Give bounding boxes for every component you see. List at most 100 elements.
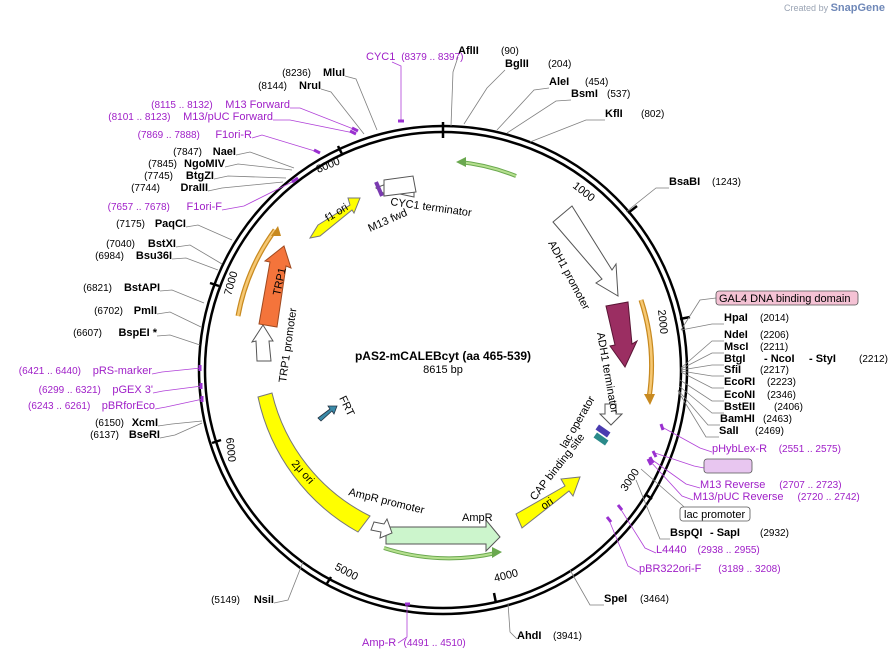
leader-lines — [156, 56, 724, 640]
orf-bottom-arrowhead — [492, 547, 502, 558]
enzyme-name: AflII — [458, 45, 479, 57]
enzyme-position: (537) — [607, 89, 630, 100]
scale-tick-mark — [627, 205, 638, 214]
enzyme-site[interactable]: BtgZI(7745) — [144, 170, 214, 182]
enzyme-labels: AflII(90)BglII(204) AleI(454)BsmI(537) Kfl… — [73, 45, 888, 642]
primer-site[interactable]: CYC1(8379 .. 8397) — [366, 51, 463, 63]
scale-tick-label: 4000 — [493, 567, 520, 585]
enzyme-site[interactable]: BstXI(7040) — [106, 238, 176, 250]
primer-site[interactable]: M13 Reverse(2707 .. 2723) — [700, 479, 842, 491]
primer-site[interactable]: pBR322ori-F(3189 .. 3208) — [639, 563, 781, 575]
enzyme-site[interactable]: BstEII(2406) — [724, 401, 803, 413]
enzyme-leader-line — [679, 379, 724, 402]
enzyme-position: (2212) — [859, 354, 888, 365]
enzyme-position: (8144) — [258, 81, 287, 92]
enzyme-site[interactable]: XcmI(6150) — [95, 417, 158, 429]
enzyme-position: (2463) — [763, 414, 792, 425]
primer-site[interactable]: M13/pUC Forward(8101 .. 8123) — [108, 111, 273, 123]
enzyme-site[interactable]: AflII(90) — [458, 45, 519, 57]
enzyme-site[interactable]: SpeI(3464) — [604, 593, 669, 605]
enzyme-name: SfiI — [724, 364, 741, 376]
lac-operator-block — [595, 424, 611, 438]
enzyme-leader-line — [635, 479, 670, 540]
primer-binding-marker — [646, 458, 653, 466]
primer-site[interactable]: M13 Forward(8115 .. 8132) — [151, 99, 290, 111]
enzyme-site[interactable]: BseRI(6137) — [90, 429, 160, 441]
enzyme-name: MscI — [724, 341, 748, 353]
gal4-label: GAL4 DNA binding domain — [719, 293, 850, 305]
enzyme-leader-line — [677, 389, 720, 426]
enzyme-site[interactable]: Bsu36I(6984) — [95, 250, 172, 262]
enzyme-site[interactable]: BamHI(2463) — [720, 413, 792, 425]
enzyme-site[interactable]: MluI(8236) — [282, 67, 345, 79]
enzyme-site[interactable]: EcoNI(2346) — [724, 389, 796, 401]
enzyme-name: - NcoI — [764, 353, 795, 365]
plasmid-length: 8615 bp — [423, 364, 463, 376]
enzyme-site[interactable]: SfiI(2217) — [724, 364, 789, 376]
primer-site[interactable]: pRS-marker(6421 .. 6440) — [19, 365, 153, 377]
enzyme-site[interactable]: - NcoI — [764, 353, 795, 365]
lac-box — [679, 506, 751, 522]
primer-position: (6243 .. 6261) — [28, 401, 90, 412]
enzyme-site[interactable]: HpaI(2014) — [724, 312, 789, 324]
primer-site[interactable]: L4440(2938 .. 2955) — [656, 544, 760, 556]
enzyme-leader-line — [506, 99, 572, 134]
enzyme-site[interactable]: SalI(2469) — [719, 425, 784, 437]
enzyme-position: (7040) — [106, 239, 135, 250]
primer-site[interactable]: F1ori-F(7657 .. 7678) — [108, 201, 223, 213]
gal4-box — [715, 290, 859, 306]
enzyme-position: (6702) — [94, 306, 123, 317]
enzyme-site[interactable]: BsaBI(1243) — [669, 176, 741, 188]
primer-leader-line — [251, 134, 319, 153]
primer-name: pHybLex-R — [712, 443, 767, 455]
primer-site[interactable]: M13/pUC Reverse(2720 .. 2742) — [693, 491, 860, 503]
enzyme-site[interactable]: - StyI(2212) — [809, 353, 888, 365]
enzyme-leader-line — [207, 181, 284, 192]
primer-leader-line — [661, 426, 713, 453]
primer-site[interactable]: Amp-R(4491 .. 4510) — [362, 637, 466, 649]
primer-site[interactable]: pBRforEco(6243 .. 6261) — [28, 400, 155, 412]
enzyme-position: (2206) — [760, 330, 789, 341]
enzyme-site[interactable]: BtgI — [724, 353, 745, 365]
enzyme-leader-line — [320, 88, 365, 135]
orf-right-arrowhead — [644, 394, 655, 405]
enzyme-site[interactable]: KflI(802) — [605, 108, 664, 120]
created-by-text: Created by — [784, 3, 829, 13]
primer-leader-line — [151, 367, 202, 375]
enzyme-site[interactable]: DraIII(7744) — [131, 182, 208, 194]
enzyme-site[interactable]: NruI(8144) — [258, 80, 321, 92]
enzyme-name: EcoNI — [724, 389, 755, 401]
primer-name: M13/pUC Forward — [183, 111, 273, 123]
primer-name: M13 Forward — [225, 99, 290, 111]
enzyme-site[interactable]: NdeI(2206) — [724, 329, 789, 341]
enzyme-site[interactable]: BspQI — [670, 527, 702, 539]
cap-site-block — [593, 432, 609, 446]
enzyme-site[interactable]: BstAPI(6821) — [83, 282, 160, 294]
enzyme-site[interactable]: AhdI(3941) — [517, 630, 582, 642]
enzyme-site[interactable]: BglII(204) — [505, 58, 571, 70]
enzyme-site[interactable]: PmlI(6702) — [94, 305, 157, 317]
primer-site[interactable]: pHybLex-R(2551 .. 2575) — [712, 443, 841, 455]
enzyme-site[interactable]: MscI(2211) — [724, 341, 788, 353]
enzyme-site[interactable]: PaqCI(7175) — [116, 218, 186, 230]
enzyme-site[interactable]: BsmI(537) — [571, 88, 630, 100]
enzyme-site[interactable]: NaeI(7847) — [173, 146, 236, 158]
enzyme-site[interactable]: NgoMIV(7845) — [148, 158, 226, 170]
primer-site[interactable]: pGEX 3'(6299 .. 6321) — [39, 384, 153, 396]
enzyme-site[interactable]: BspEI *(6607) — [73, 327, 158, 339]
lac-label: lac promoter — [684, 509, 745, 521]
primer-site[interactable]: F1ori-R(7869 .. 7888) — [138, 129, 252, 141]
primer-name: F1ori-R — [215, 129, 252, 141]
enzyme-name: BstEII — [724, 401, 755, 413]
primer-labels: CYC1(8379 .. 8397) M13 Forward(8115 .. 81… — [19, 51, 860, 649]
enzyme-site[interactable]: EcoRI(2223) — [724, 376, 796, 388]
enzyme-site[interactable]: NsiI(5149) — [211, 594, 274, 606]
enzyme-site[interactable]: - SapI(2932) — [710, 527, 789, 539]
enzyme-name: EcoRI — [724, 376, 755, 388]
feature-label-trp1-promoter: TRP1 promoter — [277, 307, 299, 383]
enzyme-name: SpeI — [604, 593, 627, 605]
enzyme-position: (7745) — [144, 171, 173, 182]
enzyme-site[interactable]: AleI(454) — [549, 76, 608, 88]
enzyme-name: HpaI — [724, 312, 748, 324]
